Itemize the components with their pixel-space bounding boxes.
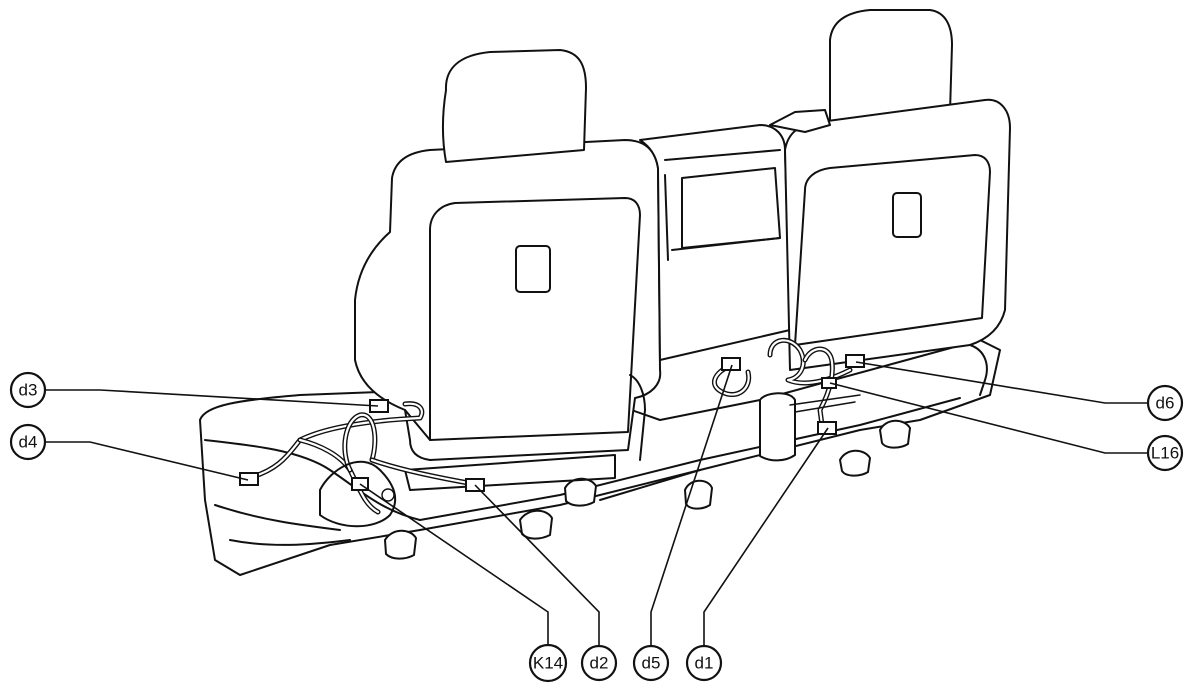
center-armrest bbox=[639, 124, 791, 361]
left-seatback bbox=[354, 139, 662, 491]
connector-d6 bbox=[845, 354, 865, 368]
leader-lines bbox=[44, 361, 1148, 645]
right-wire-harness bbox=[711, 338, 861, 428]
svg-text:d2: d2 bbox=[590, 654, 609, 673]
svg-text:d3: d3 bbox=[19, 381, 38, 400]
callout-k14: K14 bbox=[528, 643, 568, 683]
svg-text:d5: d5 bbox=[642, 654, 661, 673]
left-wire-harness bbox=[245, 401, 477, 528]
connector-d4 bbox=[239, 472, 259, 486]
svg-text:K14: K14 bbox=[533, 654, 563, 673]
svg-text:L16: L16 bbox=[1151, 444, 1179, 463]
callout-d2: d2 bbox=[580, 644, 618, 682]
callout-d1: d1 bbox=[685, 644, 723, 682]
callout-d5: d5 bbox=[632, 644, 670, 682]
callout-d3: d3 bbox=[9, 371, 47, 409]
svg-text:d1: d1 bbox=[695, 654, 714, 673]
right-seatback-pocket-tab bbox=[892, 192, 922, 238]
left-headrest bbox=[442, 49, 587, 163]
callout-d6: d6 bbox=[1146, 384, 1184, 422]
right-headrest bbox=[829, 9, 953, 126]
connector-l16 bbox=[821, 377, 837, 389]
right-seatback bbox=[769, 98, 1011, 396]
callout-d4: d4 bbox=[9, 423, 47, 461]
svg-text:d6: d6 bbox=[1156, 394, 1175, 413]
left-seatback-pocket-tab bbox=[515, 245, 551, 293]
callout-l16: L16 bbox=[1146, 434, 1184, 472]
svg-text:d4: d4 bbox=[19, 433, 38, 452]
connector-d1 bbox=[817, 421, 837, 435]
